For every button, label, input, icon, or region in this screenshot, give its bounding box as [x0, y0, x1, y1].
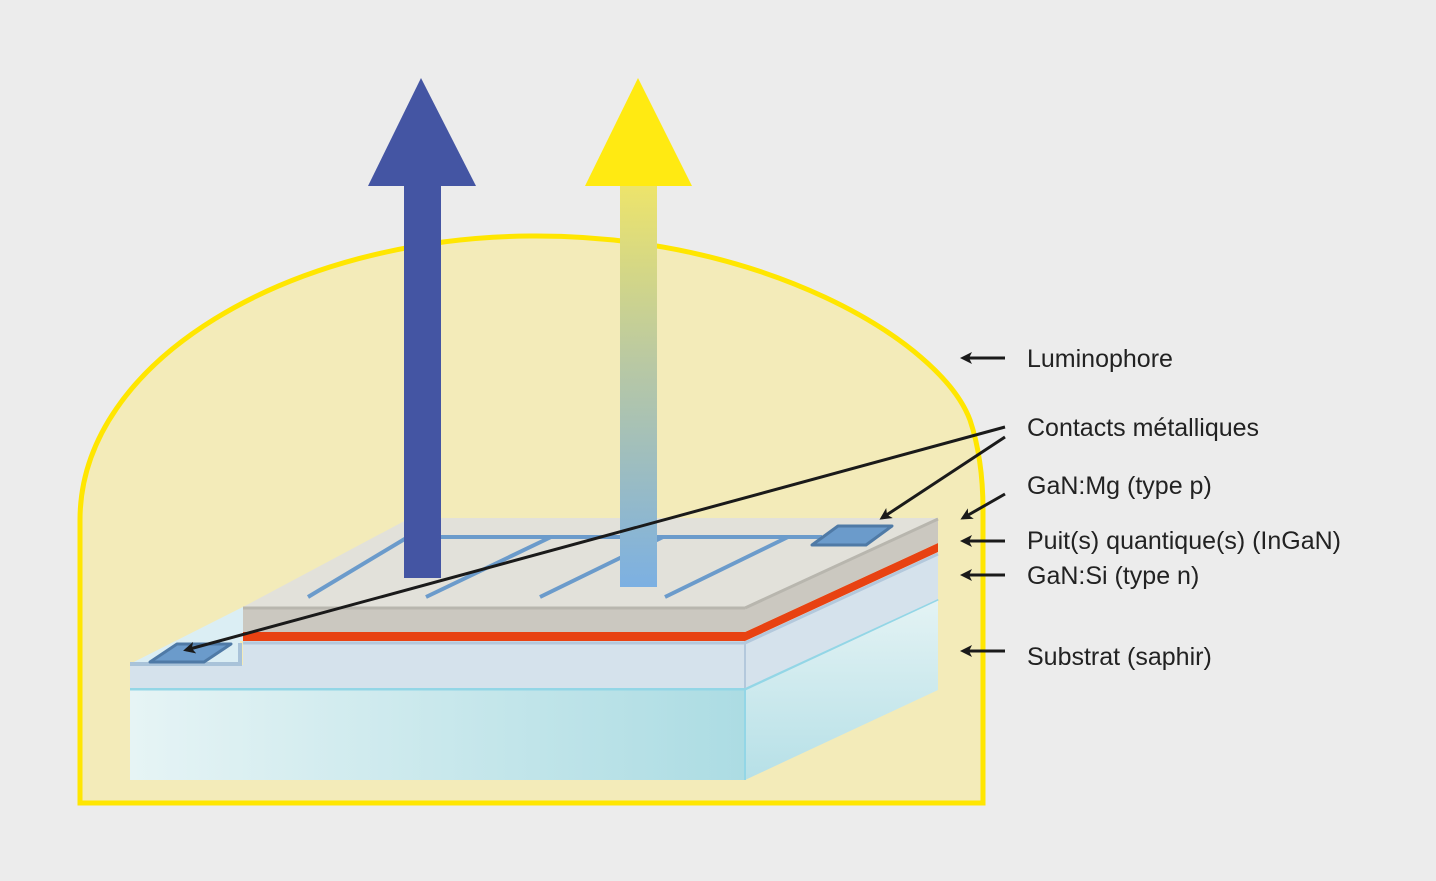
annotation-arrows: [183, 352, 1006, 657]
top-contact-pad: [810, 524, 894, 547]
contact-arrow-top: [879, 435, 1006, 520]
contact-arrow-bottom: [183, 425, 1006, 654]
p-layer: [243, 517, 939, 632]
substrate-layer: [130, 597, 939, 780]
p-layer-arrow: [960, 492, 1006, 520]
n-layer: [130, 518, 939, 688]
label-p-layer: GaN:Mg (type p): [1027, 472, 1212, 500]
label-substrate: Substrat (saphir): [1027, 643, 1212, 671]
label-quantum-well: Puit(s) quantique(s) (InGaN): [1027, 527, 1342, 555]
quantum-well-layer: [243, 543, 938, 641]
yellow-light-arrow: [585, 78, 692, 587]
label-n-layer: GaN:Si (type n): [1027, 562, 1200, 590]
contact-fingers: [306, 535, 822, 599]
label-luminophore: Luminophore: [1027, 345, 1173, 373]
blue-light-arrow: [368, 78, 476, 578]
label-contacts: Contacts métalliques: [1027, 414, 1260, 442]
